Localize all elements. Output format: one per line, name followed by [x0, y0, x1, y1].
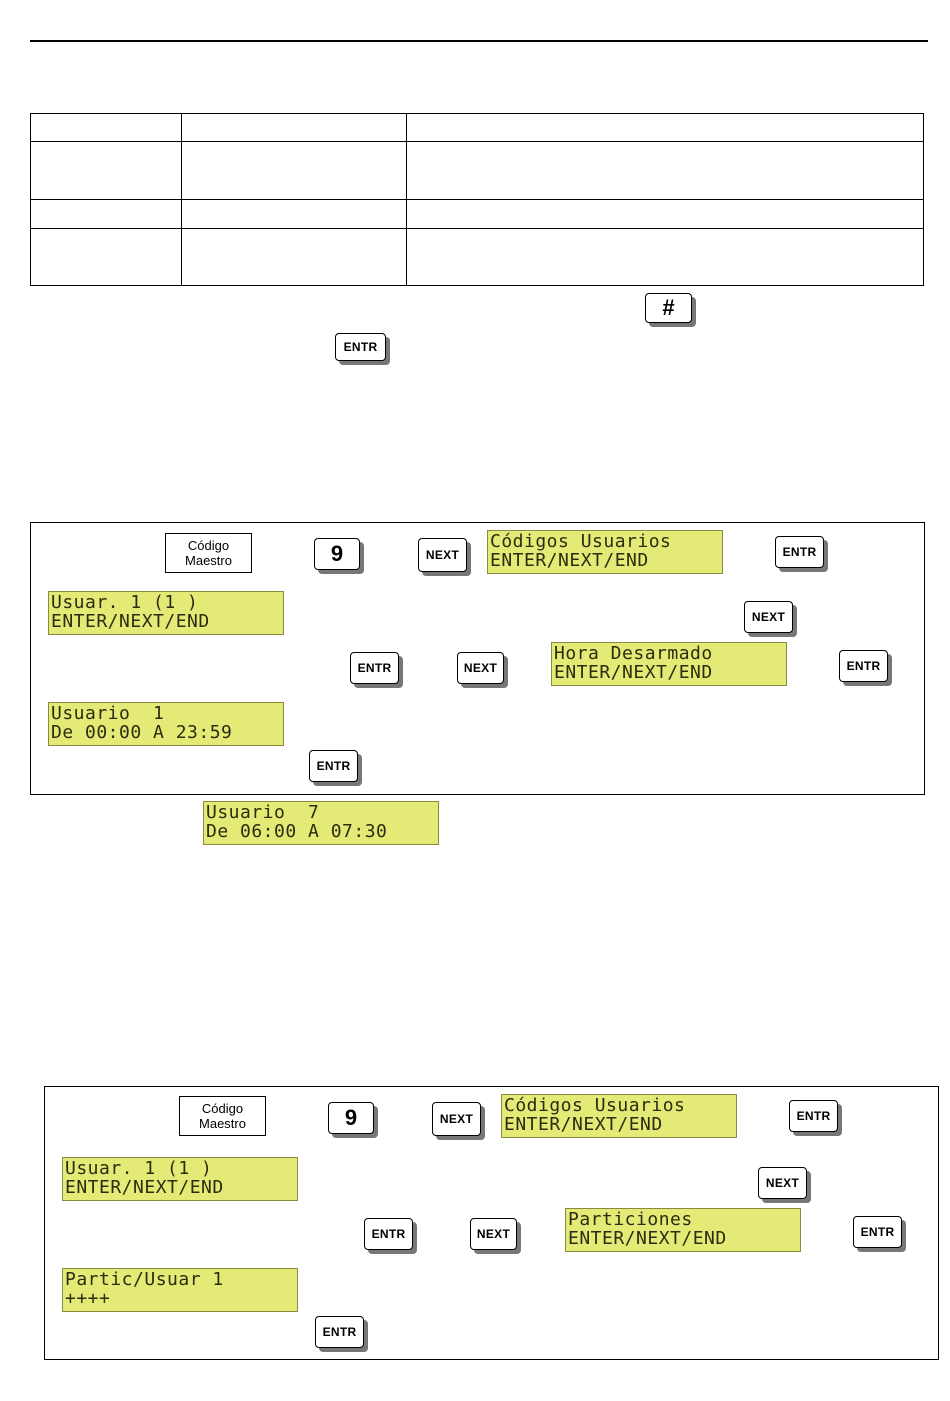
table-row [30, 113, 924, 142]
lcd-user-1: Usuar. 1 (1 ) ENTER/NEXT/END [62, 1157, 298, 1201]
entr-key[interactable]: ENTR [789, 1100, 838, 1132]
lcd-partitions: Particiones ENTER/NEXT/END [565, 1208, 801, 1252]
table-row [30, 228, 924, 286]
top-rule [30, 40, 928, 42]
next-key[interactable]: NEXT [470, 1218, 517, 1250]
hash-key[interactable]: # [645, 293, 692, 323]
master-code-line1: Código [187, 538, 230, 553]
table-row [30, 141, 924, 200]
table-row [30, 199, 924, 229]
lcd-example-schedule: Usuario 7 De 06:00 A 07:30 [203, 801, 439, 845]
next-key[interactable]: NEXT [758, 1167, 807, 1199]
next-key[interactable]: NEXT [744, 601, 793, 633]
master-code-line1: Código [201, 1101, 244, 1116]
next-key[interactable]: NEXT [418, 538, 467, 572]
master-code-line2: Maestro [199, 1116, 246, 1131]
entr-key[interactable]: ENTR [309, 750, 358, 782]
nine-key[interactable]: 9 [314, 538, 360, 570]
info-table [30, 113, 924, 286]
next-key[interactable]: NEXT [457, 652, 504, 684]
entr-key[interactable]: ENTR [775, 536, 824, 568]
master-code-button[interactable]: Código Maestro [165, 533, 252, 573]
nine-key[interactable]: 9 [328, 1102, 374, 1134]
entr-key[interactable]: ENTR [364, 1218, 413, 1250]
lcd-users-menu: Códigos Usuarios ENTER/NEXT/END [487, 530, 723, 574]
master-code-line2: Maestro [185, 553, 232, 568]
entr-key[interactable]: ENTR [335, 333, 386, 361]
master-code-button[interactable]: Código Maestro [179, 1096, 266, 1136]
lcd-user-schedule: Usuario 1 De 00:00 A 23:59 [48, 702, 284, 746]
lcd-disarm-time: Hora Desarmado ENTER/NEXT/END [551, 642, 787, 686]
lcd-user-1: Usuar. 1 (1 ) ENTER/NEXT/END [48, 591, 284, 635]
entr-key[interactable]: ENTR [853, 1216, 902, 1248]
next-key[interactable]: NEXT [432, 1102, 481, 1136]
entr-key[interactable]: ENTR [315, 1316, 364, 1348]
entr-key[interactable]: ENTR [350, 652, 399, 684]
lcd-partition-user: Partic/Usuar 1 ++++ [62, 1268, 298, 1312]
lcd-users-menu: Códigos Usuarios ENTER/NEXT/END [501, 1094, 737, 1138]
entr-key[interactable]: ENTR [839, 650, 888, 682]
